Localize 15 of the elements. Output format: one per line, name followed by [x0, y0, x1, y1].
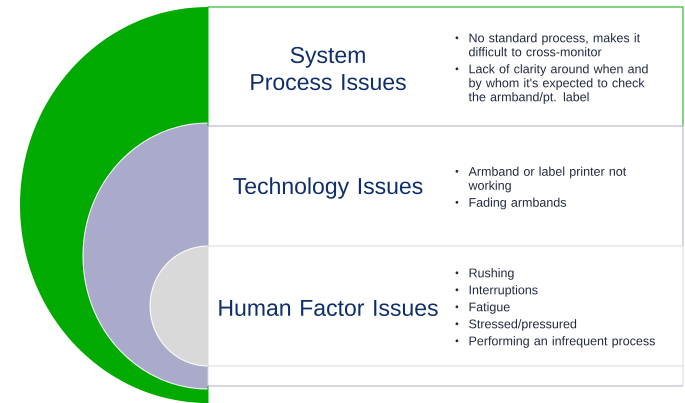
- heading: System Process Issues: [251, 46, 406, 90]
- heading: Technology Issues: [233, 177, 422, 199]
- issue-panel: [208, 246, 684, 366]
- heading: Human Factor Issues: [219, 300, 438, 316]
- bullet-item: Stressed/pressured: [469, 319, 576, 331]
- bullet-item: Armband or label printer not working: [468, 166, 626, 192]
- issue-panel: [208, 6, 684, 126]
- bullet-item: Performing an infrequent process: [470, 336, 655, 348]
- bullet-item: Rushing: [470, 268, 514, 280]
- issue-panel: [208, 126, 684, 246]
- bullet-item: Fatigue: [470, 302, 510, 314]
- bullet-item: No standard process, makes it difficult to cross-monitor: [469, 33, 640, 56]
- bullet-item: Lack of clarity around when and by whom it's expected to check the armband/pt. label: [468, 64, 648, 104]
- bullet-item: Fading armbands: [470, 198, 566, 210]
- bullet-item: Interruptions: [470, 285, 538, 297]
